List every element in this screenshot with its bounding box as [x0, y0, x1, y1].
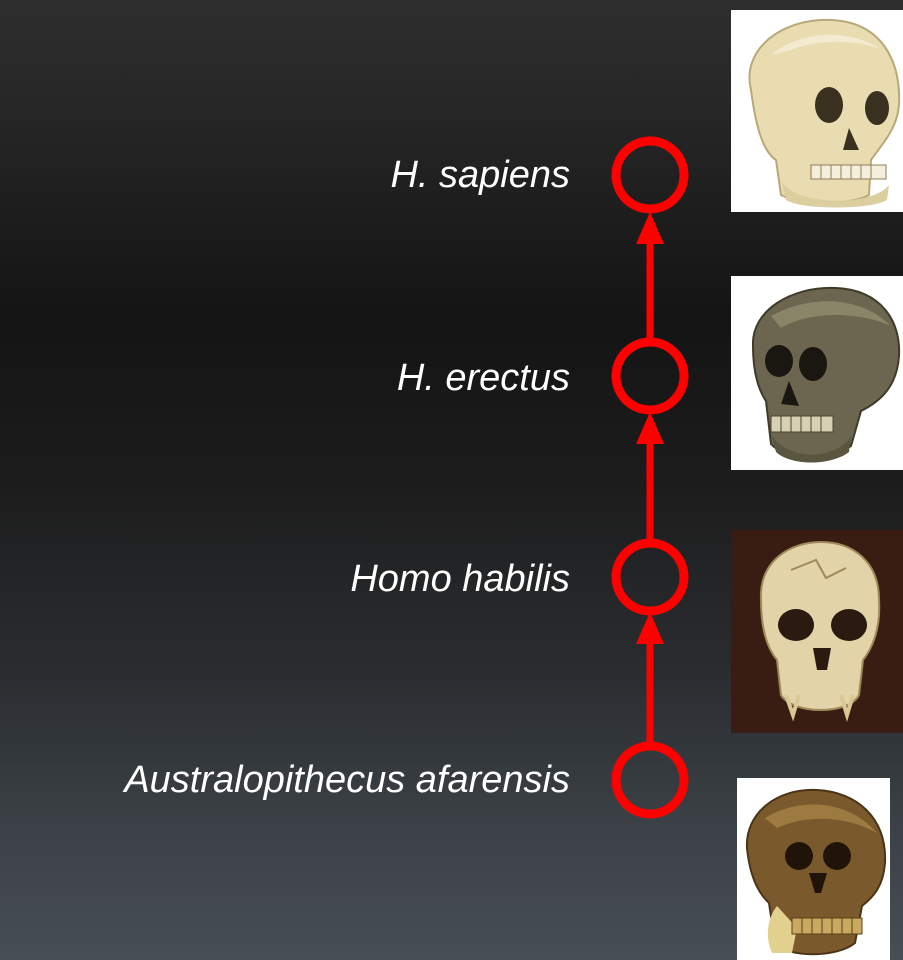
timeline-node-australopithecus [616, 746, 684, 814]
species-label-homo-habilis: Homo habilis [350, 557, 570, 601]
modern-human-skull-icon [731, 10, 903, 212]
homo-habilis-skull-icon [731, 530, 903, 733]
timeline-node-h-sapiens [616, 141, 684, 209]
species-label-australopithecus: Australopithecus afarensis [124, 758, 570, 802]
arrow-up-icon [636, 612, 664, 644]
species-label-h-sapiens: H. sapiens [390, 153, 570, 197]
australopithecus-skull-icon [737, 778, 890, 960]
timeline-node-homo-habilis [616, 543, 684, 611]
arrow-up-icon [636, 412, 664, 444]
species-label-h-erectus: H. erectus [397, 356, 570, 400]
timeline-node-h-erectus [616, 342, 684, 410]
homo-erectus-skull-icon [731, 276, 903, 470]
arrow-up-icon [636, 212, 664, 244]
